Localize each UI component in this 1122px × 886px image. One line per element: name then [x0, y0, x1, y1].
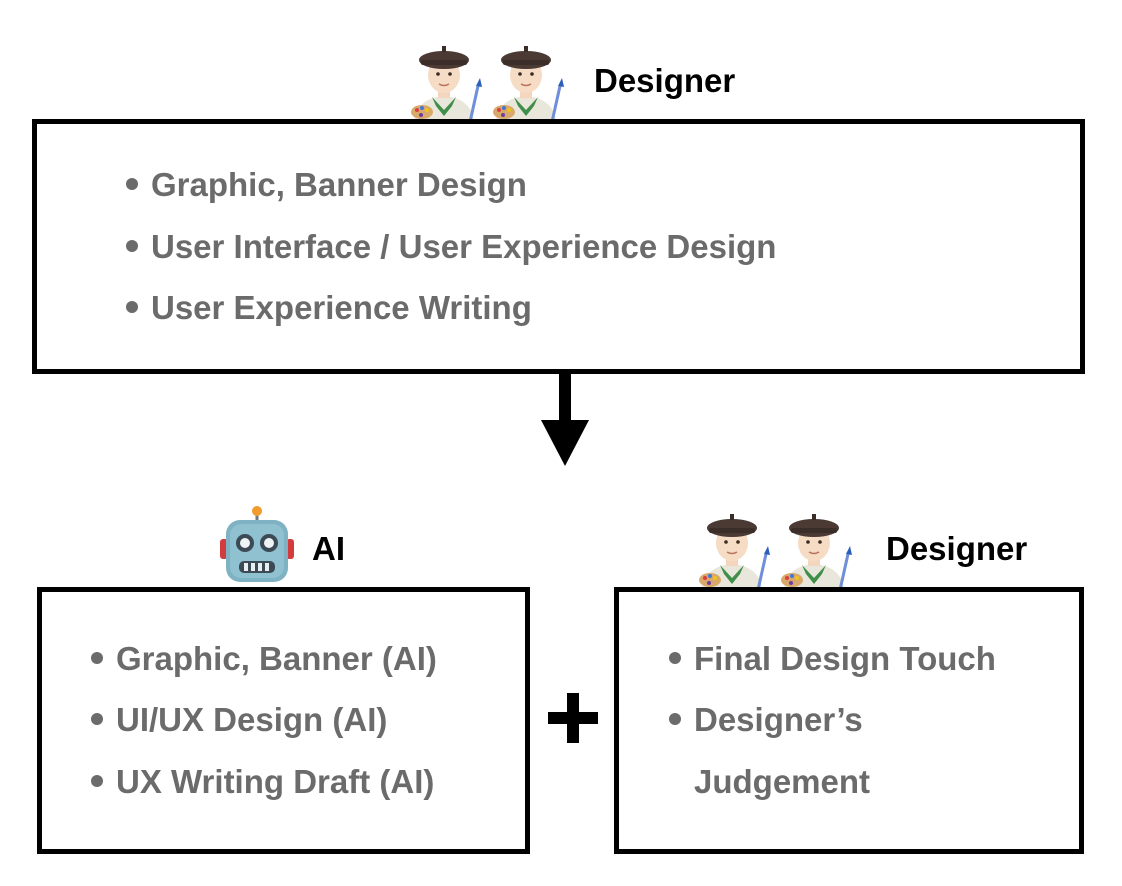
robot-icon — [220, 506, 294, 582]
top-item-2-label: User Interface / User Experience Design — [151, 228, 777, 265]
bullet-dot — [91, 775, 103, 788]
designer-final-item-2: Designer’s — [669, 701, 863, 739]
ai-section-title: AI — [312, 530, 345, 567]
ai-item-2: UI/UX Design (AI) — [91, 701, 387, 739]
top-item-1: Graphic, Banner Design — [126, 166, 527, 204]
top-section-title: Designer — [594, 62, 736, 99]
designer-final-item-1-label: Final Design Touch — [694, 640, 996, 677]
bullet-dot — [126, 240, 138, 253]
bullet-dot — [669, 652, 681, 665]
top-designer-box — [32, 119, 1085, 374]
ai-item-3-label: UX Writing Draft (AI) — [116, 763, 435, 800]
bullet-dot — [126, 301, 138, 314]
ai-item-3: UX Writing Draft (AI) — [91, 763, 434, 801]
designer-final-box — [614, 587, 1084, 854]
bullet-dot — [126, 178, 138, 191]
designer-final-item-2-continuation: Judgement — [694, 763, 870, 801]
artist-pair-icon — [410, 44, 566, 122]
ai-item-1-label: Graphic, Banner (AI) — [116, 640, 437, 677]
ai-item-1: Graphic, Banner (AI) — [91, 640, 437, 678]
top-item-2: User Interface / User Experience Design — [126, 228, 776, 266]
plus-icon — [548, 693, 598, 743]
bullet-dot — [669, 713, 681, 726]
top-item-1-label: Graphic, Banner Design — [151, 166, 527, 203]
designer-final-item-2-label: Designer’s — [694, 701, 863, 738]
bullet-dot — [91, 713, 103, 726]
top-item-3-label: User Experience Writing — [151, 289, 532, 326]
bullet-dot — [91, 652, 103, 665]
down-arrow-icon — [541, 372, 589, 466]
designer-final-continuation-label: Judgement — [694, 763, 871, 800]
artist-pair-icon — [698, 512, 854, 590]
designer-final-title: Designer — [886, 530, 1028, 567]
designer-final-item-1: Final Design Touch — [669, 640, 996, 678]
ai-item-2-label: UI/UX Design (AI) — [116, 701, 388, 738]
ai-box — [37, 587, 530, 854]
top-item-3: User Experience Writing — [126, 289, 532, 327]
